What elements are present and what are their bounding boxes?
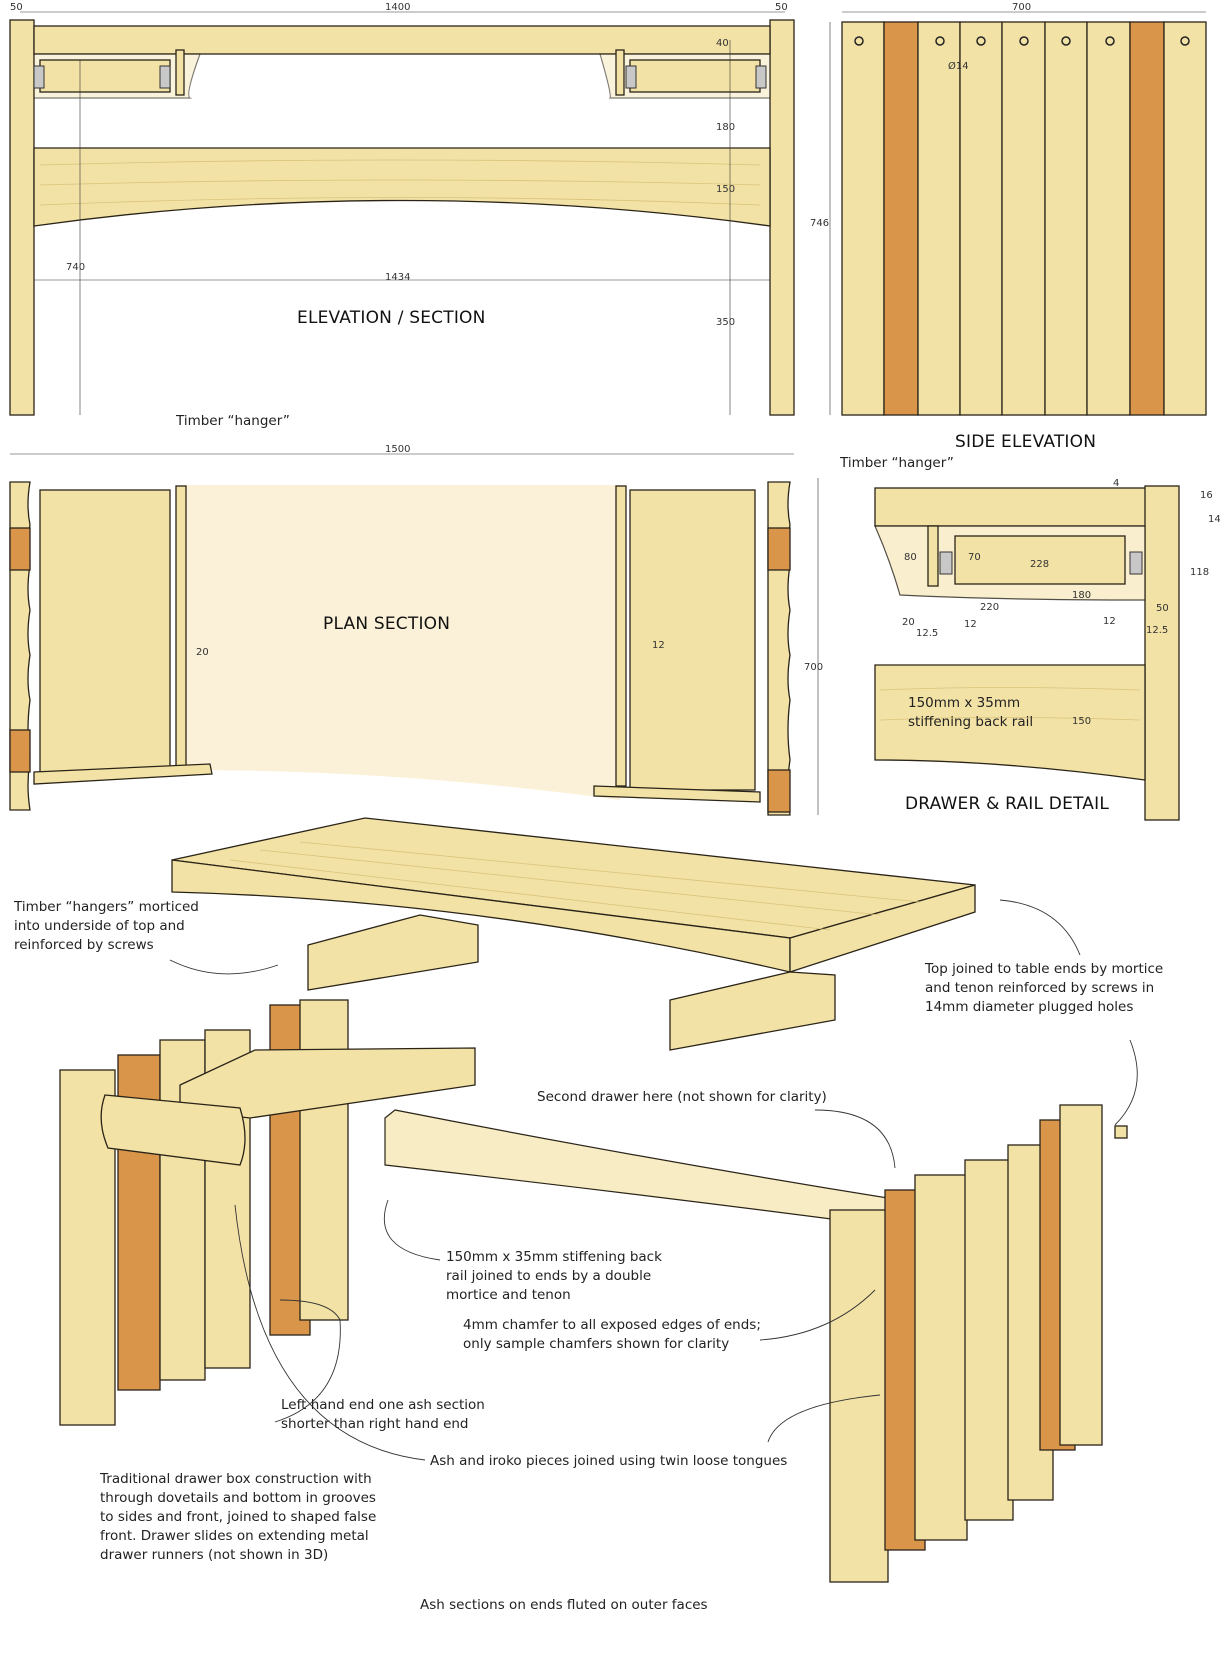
drawer-box-label: Traditional drawer box construction with… [100, 1471, 377, 1563]
drawer-rail-detail-view: 4 16 14 80 70 228 118 180 220 20 12.5 12… [874, 478, 1220, 821]
dimension-label: 1500 [385, 444, 410, 455]
dimension-label: 12 [652, 640, 665, 651]
dimension-label: 700 [1012, 2, 1031, 13]
plan-right-drawer [629, 489, 756, 791]
dimension-label: 700 [804, 662, 823, 673]
dimension-label: 746 [810, 218, 829, 229]
second-drawer-label: Second drawer here (not shown for clarit… [537, 1089, 827, 1105]
dimension-label: 12 [1103, 616, 1116, 627]
dimension-label: 16 [1200, 490, 1213, 501]
3d-back-rail [384, 1109, 901, 1229]
side-elevation-view: 700 746 Ø14 [810, 2, 1207, 416]
hanger-plan-label: Timber “hanger” [176, 413, 290, 429]
dimension-label: 50 [775, 2, 788, 13]
plan-left-drawer [39, 489, 171, 773]
dimension-label: 228 [1030, 559, 1049, 570]
detail-drawer [954, 535, 1126, 585]
dimension-label: 1400 [385, 2, 410, 13]
side-elevation-title: SIDE ELEVATION [955, 432, 1097, 452]
dimension-label: 12.5 [916, 628, 938, 639]
dimension-label: 20 [902, 617, 915, 628]
dimension-label: 1434 [385, 272, 410, 283]
elevation-left-leg [9, 19, 35, 416]
chamfer-label: 4mm chamfer to all exposed edges of ends… [463, 1317, 761, 1352]
dimension-label: 180 [716, 122, 735, 133]
rail-detail-label: 150mm x 35mm stiffening back rail [908, 695, 1034, 730]
elevation-right-leg [769, 19, 795, 416]
dimension-label: 12 [964, 619, 977, 630]
dimension-label: 20 [196, 647, 209, 658]
detail-back-rail [874, 664, 1146, 781]
dimension-label: 180 [1072, 590, 1091, 601]
elevation-left-drawer [39, 59, 171, 93]
dimension-label: 350 [716, 317, 735, 328]
3d-right-hanger [669, 971, 836, 1051]
dimension-label: 150 [1072, 716, 1091, 727]
elevation-top [33, 25, 771, 55]
elevation-right-drawer [629, 59, 761, 93]
dimension-label: 118 [1190, 567, 1209, 578]
fluted-label: Ash sections on ends fluted on outer fac… [420, 1597, 708, 1613]
dimension-label: 70 [968, 552, 981, 563]
tongues-label: Ash and iroko pieces joined using twin l… [430, 1453, 788, 1469]
dimension-label: Ø14 [948, 60, 969, 72]
elevation-title: ELEVATION / SECTION [297, 308, 486, 328]
exploded-3d-view [59, 817, 1138, 1583]
elevation-back-rail [33, 147, 771, 227]
dimension-label: 12.5 [1146, 625, 1168, 636]
dimension-label: 14 [1208, 514, 1220, 525]
3d-left-hanger [307, 914, 479, 991]
back-rail-label: 150mm x 35mm stiffening back rail joined… [446, 1249, 662, 1303]
dimension-label: 50 [1156, 603, 1169, 614]
drawer-rail-detail-title: DRAWER & RAIL DETAIL [905, 794, 1109, 814]
dimension-label: 40 [716, 38, 729, 49]
dimension-label: 220 [980, 602, 999, 613]
left-end-label: Left hand end one ash section shorter th… [281, 1397, 485, 1432]
elevation-view: 50 1400 50 40 180 150 740 1434 350 [9, 2, 795, 416]
dimension-label: 150 [716, 184, 735, 195]
hanger-detail-label: Timber “hanger” [840, 455, 954, 471]
hangers-3d-label: Timber “hangers” morticed into underside… [14, 899, 199, 953]
dimension-label: 740 [66, 262, 85, 273]
3d-drawer-false-front [100, 1094, 246, 1166]
top-joint-label: Top joined to table ends by mortice and … [925, 961, 1164, 1015]
3d-right-end-post [829, 1209, 889, 1583]
plan-section-view: 1500 700 20 12 [9, 444, 823, 816]
plan-section-title: PLAN SECTION [323, 614, 451, 634]
dimension-label: 4 [1113, 478, 1119, 489]
dimension-label: 50 [10, 2, 23, 13]
dimension-label: 80 [904, 552, 917, 563]
